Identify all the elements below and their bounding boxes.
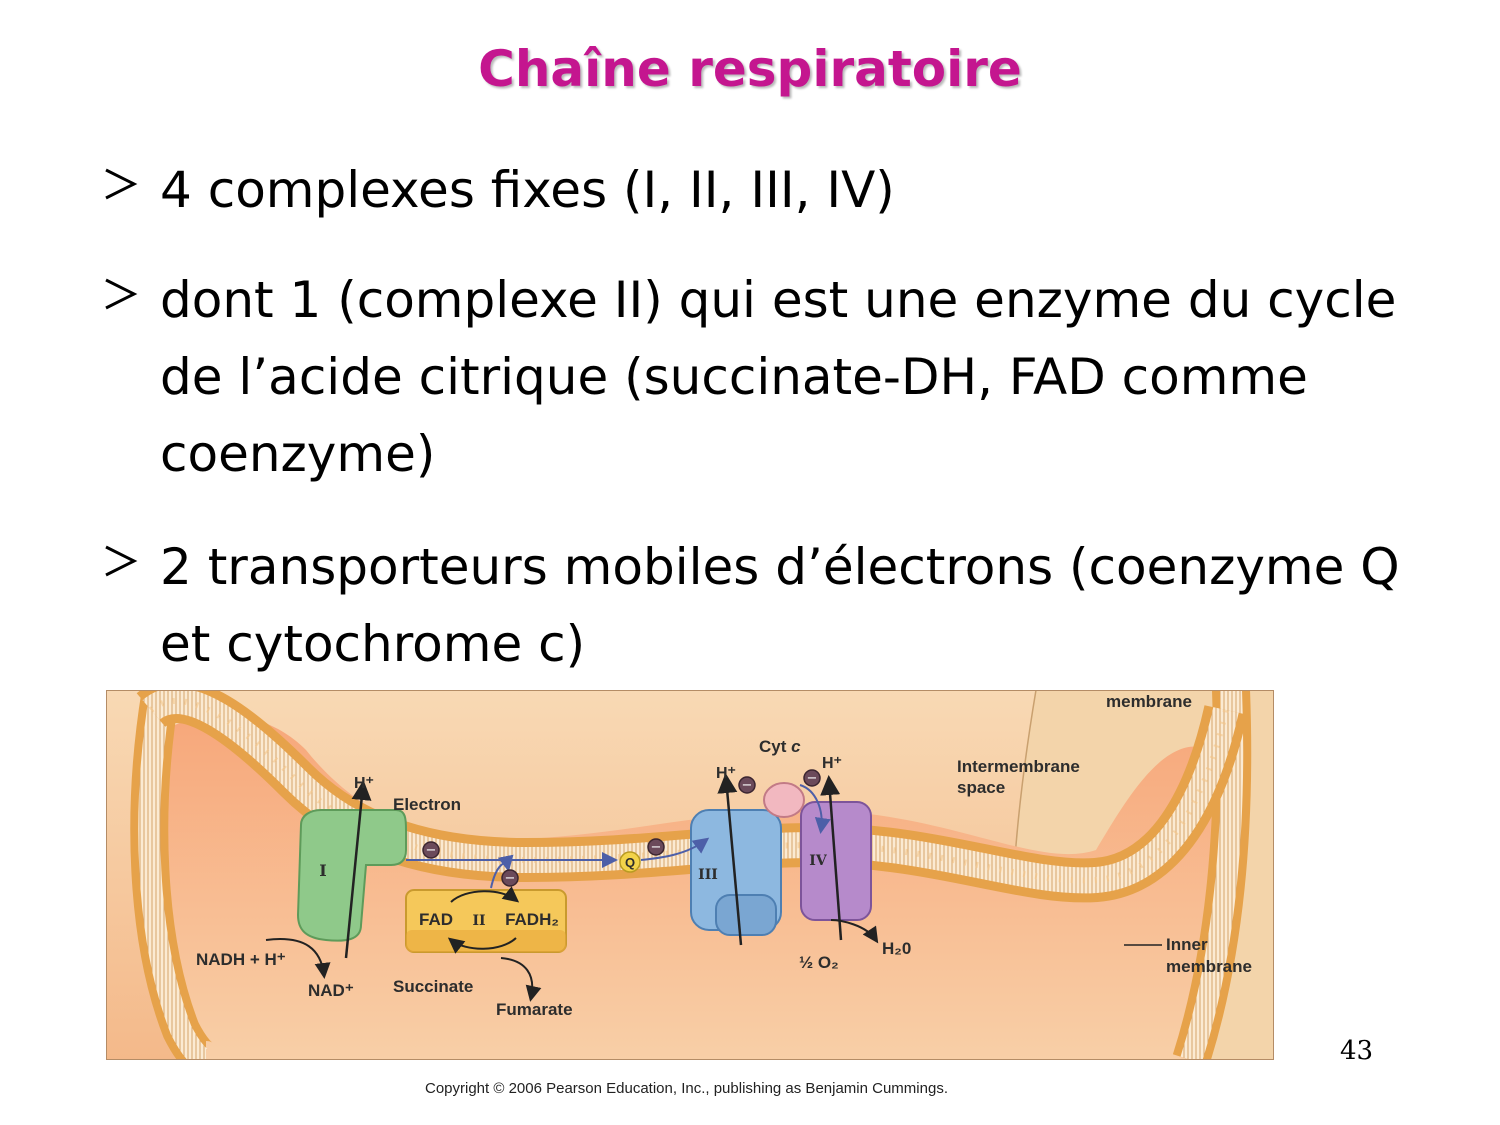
cyt-c-label: Cyt c bbox=[759, 737, 801, 756]
electron-path-ii-q bbox=[490, 854, 514, 889]
fumarate-label: Fumarate bbox=[496, 1000, 573, 1019]
page-number: 43 bbox=[1340, 1036, 1374, 1066]
h-plus-label-iii: H⁺ bbox=[716, 765, 736, 782]
bullet-text: dont 1 (complexe II) qui est une enzyme … bbox=[160, 271, 1397, 483]
arrow-bullet-icon bbox=[105, 168, 138, 200]
complex-i: I bbox=[296, 809, 407, 942]
proton-arrow-i bbox=[344, 780, 372, 959]
proton-arrow-iii bbox=[717, 773, 743, 946]
complex-iii: III bbox=[690, 809, 782, 936]
svg-text:−: − bbox=[742, 778, 753, 793]
copyright-notice: Copyright © 2006 Pearson Education, Inc.… bbox=[424, 1080, 948, 1097]
inner-membrane-label: membrane bbox=[1166, 957, 1252, 976]
complex-i-label: I bbox=[319, 861, 326, 880]
nadh-arrow bbox=[265, 938, 331, 979]
half-o2-label: ½ O₂ bbox=[799, 953, 839, 972]
bullet-list: 4 complexes fixes (I, II, III, IV) dont … bbox=[105, 161, 1400, 673]
bullet-text: 2 transporteurs mobiles d’électrons (coe… bbox=[160, 538, 1400, 673]
cytochrome-c bbox=[763, 782, 805, 818]
membrane-label: membrane bbox=[1106, 692, 1192, 711]
succinate-arrow bbox=[500, 957, 542, 1002]
matrix-region bbox=[152, 714, 1213, 1060]
respiratory-chain-diagram: I FAD II FADH₂ III IV Q − − − − bbox=[106, 690, 1274, 1060]
electron-markers: − − − − − bbox=[422, 769, 821, 887]
electron-path-cytc-iv bbox=[799, 784, 831, 834]
electron-path-q-iii bbox=[640, 837, 710, 861]
nad-label: NAD⁺ bbox=[308, 981, 354, 1000]
intermembrane-label: Intermembrane bbox=[957, 757, 1080, 776]
complex-ii-label: II bbox=[472, 913, 485, 929]
inner-label: Inner bbox=[1166, 935, 1208, 954]
slide-title: Chaîne respiratoire bbox=[478, 40, 1022, 98]
h2o-label: H₂0 bbox=[882, 939, 911, 958]
complex-iii-label: III bbox=[698, 867, 718, 883]
succinate-label: Succinate bbox=[393, 977, 473, 996]
arrow-bullet-icon bbox=[105, 278, 138, 310]
arrow-bullet-icon bbox=[105, 545, 138, 577]
svg-text:−: − bbox=[807, 771, 818, 786]
fad-label: FAD bbox=[419, 910, 453, 929]
svg-text:−: − bbox=[651, 840, 662, 855]
space-label: space bbox=[957, 778, 1005, 797]
complex-iv-label: IV bbox=[809, 853, 828, 869]
coenzyme-q bbox=[619, 851, 641, 873]
h-plus-label-i: H⁺ bbox=[354, 775, 374, 792]
bullet-text: 4 complexes fixes (I, II, III, IV) bbox=[160, 161, 895, 219]
electron-label: Electron bbox=[393, 795, 461, 814]
q-label: Q bbox=[625, 855, 635, 870]
proton-arrow-iv bbox=[820, 775, 843, 941]
complex-ii: FAD II FADH₂ bbox=[405, 886, 567, 954]
h-plus-label-iv: H⁺ bbox=[822, 755, 842, 772]
oxygen-arrow bbox=[830, 919, 879, 944]
svg-text:−: − bbox=[426, 843, 437, 858]
fadh2-label: FADH₂ bbox=[505, 910, 559, 929]
svg-text:−: − bbox=[505, 871, 516, 886]
nadh-label: NADH + H⁺ bbox=[196, 950, 286, 969]
